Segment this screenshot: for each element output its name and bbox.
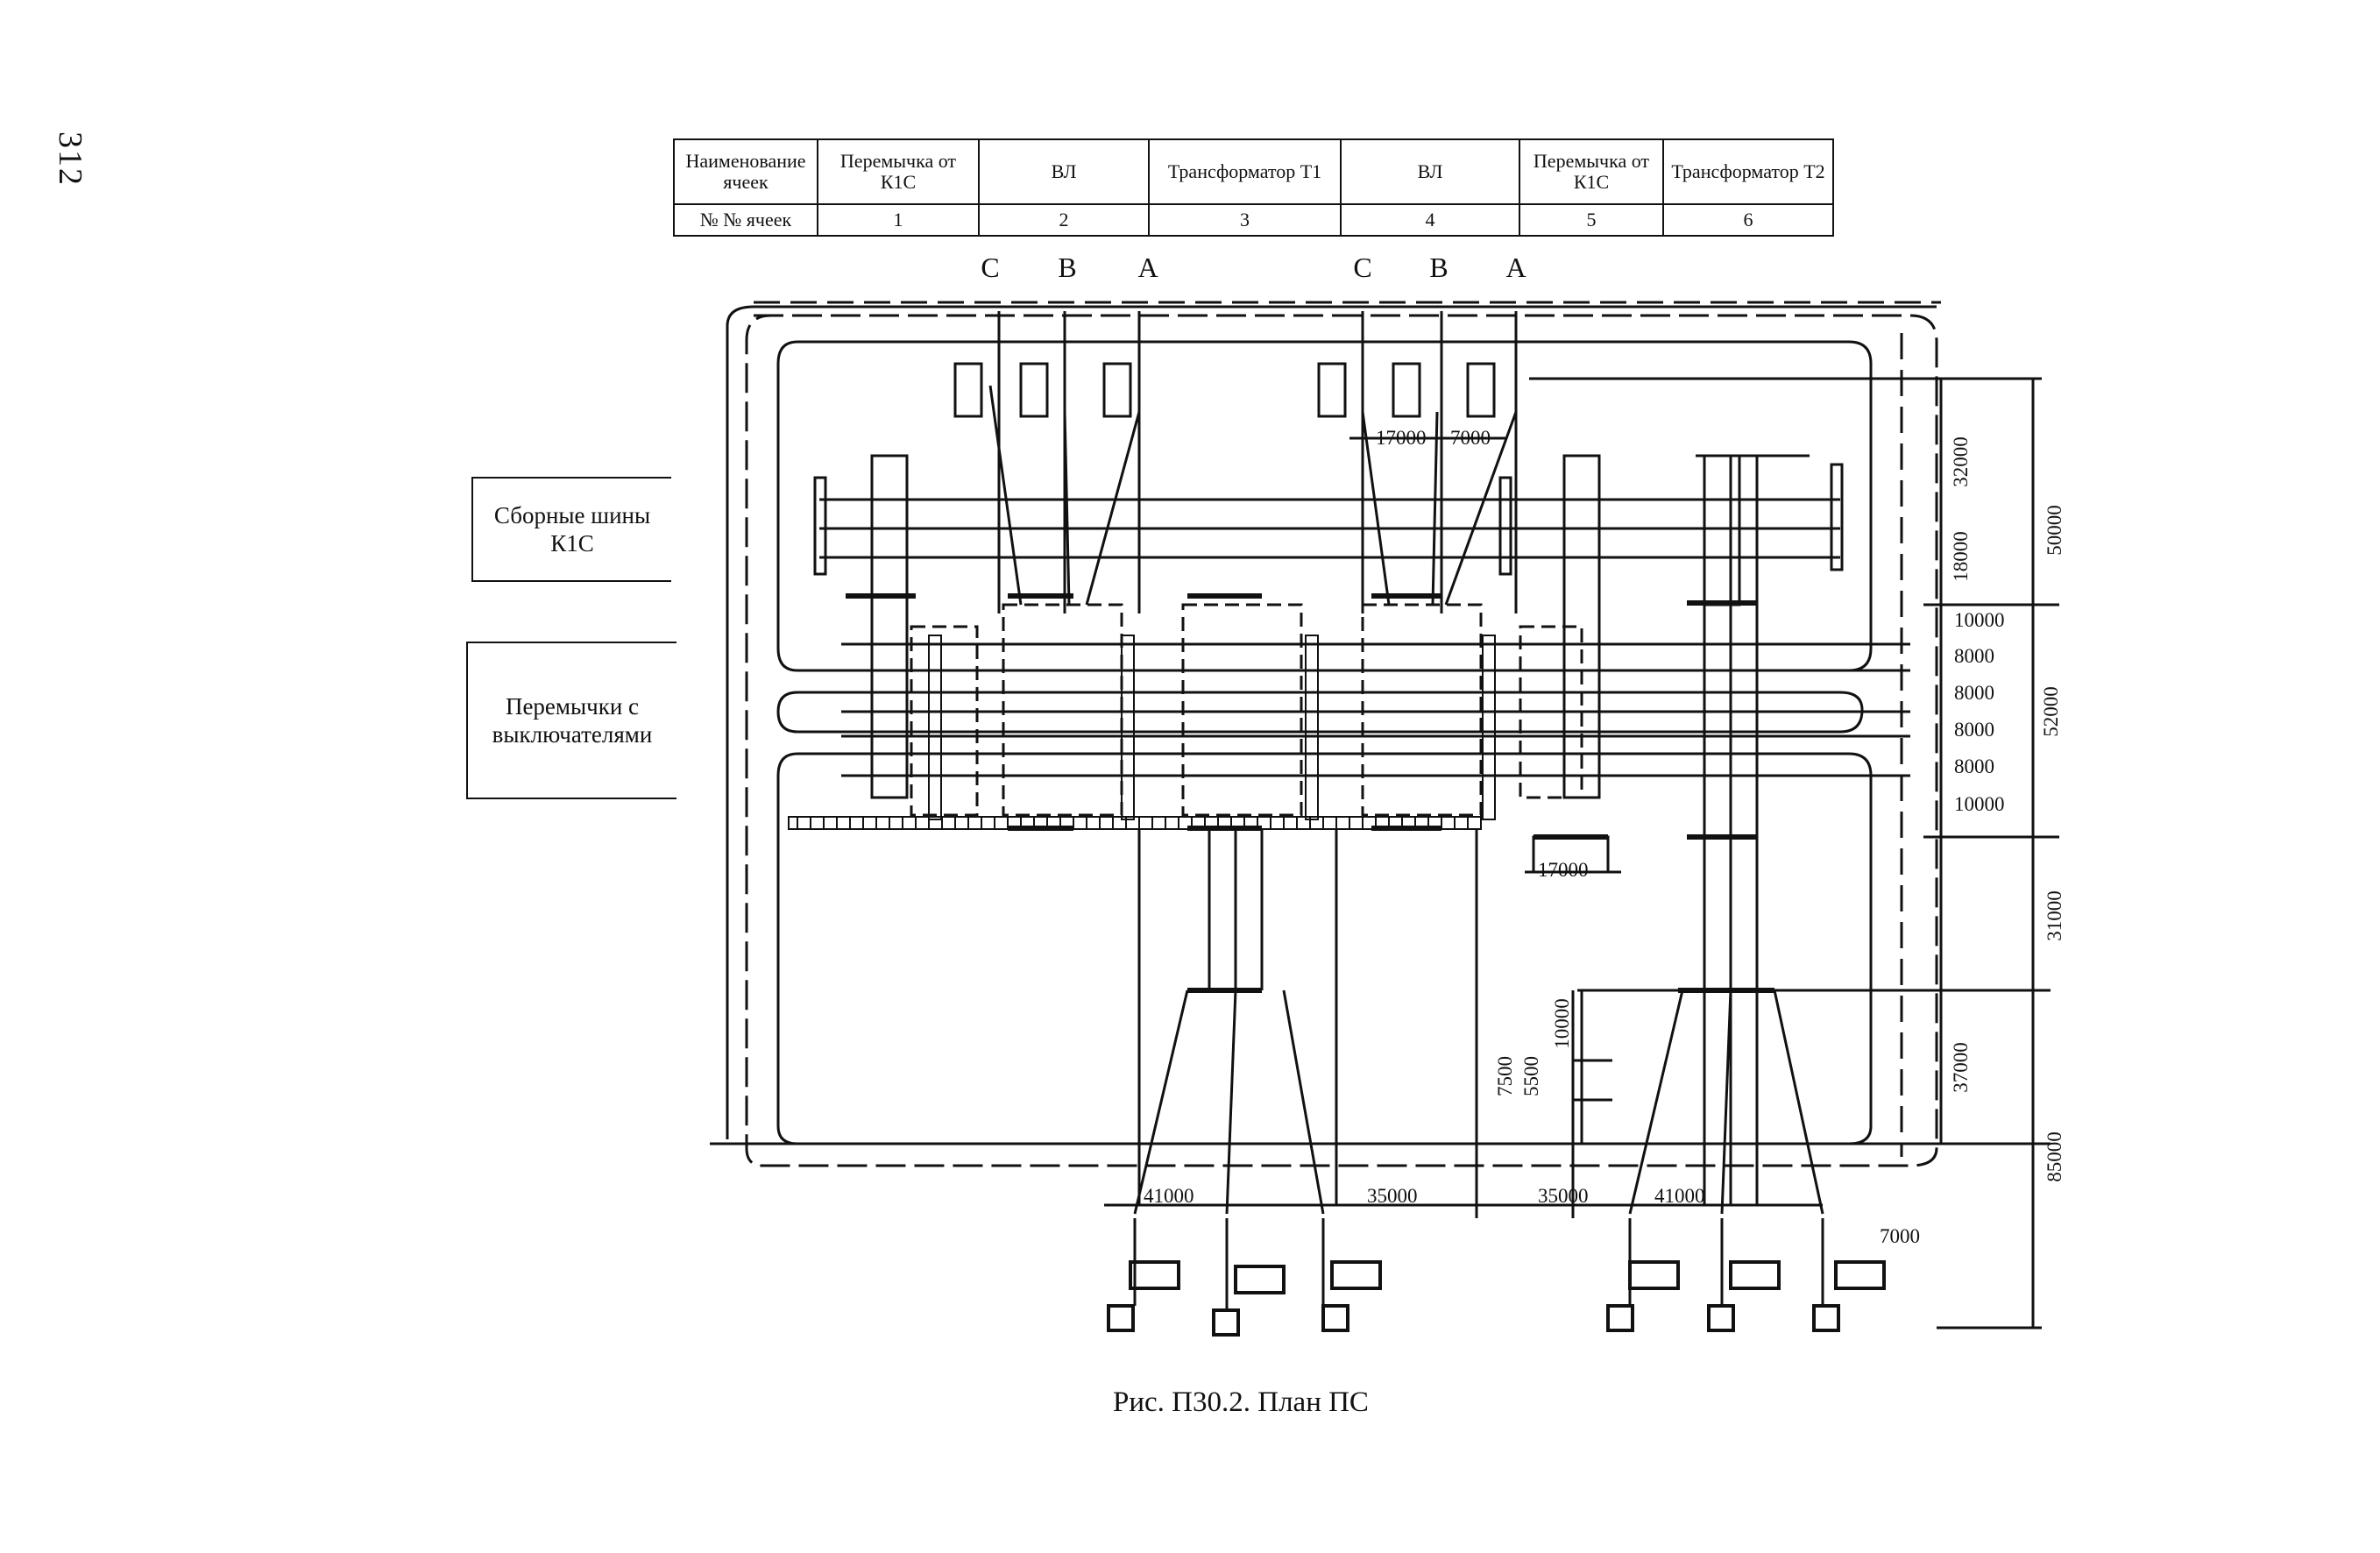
cell-number-4: 4	[1340, 203, 1520, 237]
dim-outer-85000: 85000	[2044, 1131, 2065, 1182]
cell-names-row: Наименование ячеек Перемычка от К1С ВЛ Т…	[673, 138, 1834, 205]
cell-frame-4	[1361, 603, 1483, 817]
cell-number-2: 2	[978, 203, 1150, 237]
cell-frame-2	[1002, 603, 1123, 817]
cell-name-6: Трансформатор Т2	[1662, 138, 1834, 205]
cell-name-2: ВЛ	[978, 138, 1150, 205]
figure-caption: Рис. П30.2. План ПС	[1113, 1386, 1369, 1418]
dim-bottom-corner-7000: 7000	[1880, 1225, 1920, 1247]
phase-label-left-2: B	[1058, 252, 1076, 283]
cell-number-3: 3	[1148, 203, 1342, 237]
dim-bottom-35000-left: 35000	[1367, 1185, 1418, 1207]
dim-step-4: 8000	[1954, 719, 1994, 741]
cell-frame-1	[910, 625, 979, 817]
dim-step-1: 10000	[1954, 609, 2005, 631]
road-top-outer	[745, 314, 1938, 1167]
road-loop	[776, 691, 1864, 734]
dim-bottom-41000-right: 41000	[1654, 1185, 1705, 1207]
dim-inner-18000: 18000	[1950, 531, 1972, 582]
cell-name-5: Перемычка от К1С	[1519, 138, 1664, 205]
busbar-portal-4	[1498, 476, 1512, 576]
dim-step-5: 8000	[1954, 755, 1994, 777]
dim-lower-10000: 10000	[1551, 998, 1573, 1049]
dim-outer-31000: 31000	[2044, 890, 2065, 941]
dim-inner-32000: 32000	[1950, 436, 1972, 487]
phase-label-left-3: A	[1137, 252, 1158, 283]
busbar-end-right	[1830, 463, 1844, 571]
cell-numbers-row: № № ячеек 1 2 3 4 5 6	[673, 203, 1834, 237]
road-lower	[776, 752, 1873, 1145]
jumpers-label: Перемычки с выключателями	[466, 642, 676, 799]
number-row-label: № № ячеек	[673, 203, 818, 237]
dim-inner-37000: 37000	[1950, 1042, 1972, 1093]
road-inner-top	[776, 340, 1873, 672]
busbar-portal-1	[870, 454, 909, 799]
phase-label-right-2: B	[1429, 252, 1448, 283]
cell-frame-5	[1519, 625, 1583, 799]
cell-table: Наименование ячеек Перемычка от К1С ВЛ Т…	[673, 138, 1834, 237]
dim-step-3: 8000	[1954, 682, 1994, 704]
dim-top-17000: 17000	[1376, 427, 1427, 449]
dim-bottom-35000-right: 35000	[1538, 1185, 1589, 1207]
phase-label-left-1: C	[981, 252, 999, 283]
cell-name-4: ВЛ	[1340, 138, 1520, 205]
dim-step-2: 8000	[1954, 645, 1994, 667]
dim-lower-7500: 7500	[1494, 1056, 1516, 1096]
cell-name-3: Трансформатор Т1	[1148, 138, 1342, 205]
busbars-label: Сборные шины К1С	[471, 477, 671, 582]
dim-step-6: 10000	[1954, 793, 2005, 815]
busbar-portal-3	[1703, 454, 1741, 606]
cell-name-1: Перемычка от К1С	[817, 138, 980, 205]
outer-left	[726, 305, 1937, 1139]
dim-top-7000: 7000	[1450, 427, 1491, 449]
busbar-end-left	[813, 476, 827, 576]
cell-number-1: 1	[817, 203, 980, 237]
dim-lower-5500: 5500	[1520, 1056, 1542, 1096]
dim-outer-50000: 50000	[2044, 505, 2065, 556]
cell-number-6: 6	[1662, 203, 1834, 237]
dim-17000-mid: 17000	[1538, 859, 1589, 881]
cell-number-5: 5	[1519, 203, 1664, 237]
phase-label-right-3: A	[1505, 252, 1526, 283]
dim-outer-52000: 52000	[2040, 686, 2062, 737]
header-row-label: Наименование ячеек	[673, 138, 818, 205]
cell-frame-3	[1181, 603, 1303, 817]
phase-label-right-1: C	[1353, 252, 1371, 283]
dim-bottom-41000-left: 41000	[1144, 1185, 1194, 1207]
